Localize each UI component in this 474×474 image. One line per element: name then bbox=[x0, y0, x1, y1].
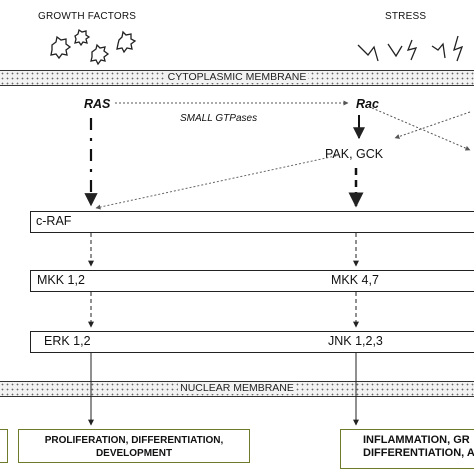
mapk-row-box bbox=[30, 331, 474, 353]
stress-icon bbox=[357, 35, 464, 62]
nuclear-membrane-label: NUCLEAR MEMBRANE bbox=[178, 382, 296, 394]
left-edge-output-box bbox=[0, 429, 8, 463]
mkk12-node: MKK 1,2 bbox=[37, 273, 85, 287]
mkk-row-box bbox=[30, 270, 474, 292]
jnk-output-line2: DIFFERENTIATION, AP bbox=[363, 447, 474, 459]
raf-row-box bbox=[30, 211, 474, 233]
erk-output-box: PROLIFERATION, DIFFERENTIATION, DEVELOPM… bbox=[18, 429, 250, 463]
jnk-node: JNK 1,2,3 bbox=[328, 334, 383, 348]
cytoplasmic-membrane-label: CYTOPLASMIC MEMBRANE bbox=[165, 71, 309, 83]
mkk47-node: MKK 4,7 bbox=[331, 273, 379, 287]
rac-node: Rac bbox=[356, 97, 379, 111]
pak-gck-node: PAK, GCK bbox=[325, 147, 384, 161]
small-gtpases-label: SMALL GTPases bbox=[180, 113, 258, 124]
growth-factor-icon bbox=[50, 28, 137, 66]
stress-label: STRESS bbox=[385, 11, 427, 22]
jnk-output-box: INFLAMMATION, GR DIFFERENTIATION, AP bbox=[340, 429, 474, 469]
growth-factors-label: GROWTH FACTORS bbox=[38, 11, 137, 22]
c-raf-node: c-RAF bbox=[36, 214, 72, 228]
jnk-output-line1: INFLAMMATION, GR bbox=[363, 434, 470, 446]
erk-node: ERK 1,2 bbox=[44, 334, 91, 348]
erk-output-line1: PROLIFERATION, DIFFERENTIATION, bbox=[44, 435, 224, 446]
ras-node: RAS bbox=[84, 97, 111, 111]
erk-output-line2: DEVELOPMENT bbox=[95, 448, 173, 459]
